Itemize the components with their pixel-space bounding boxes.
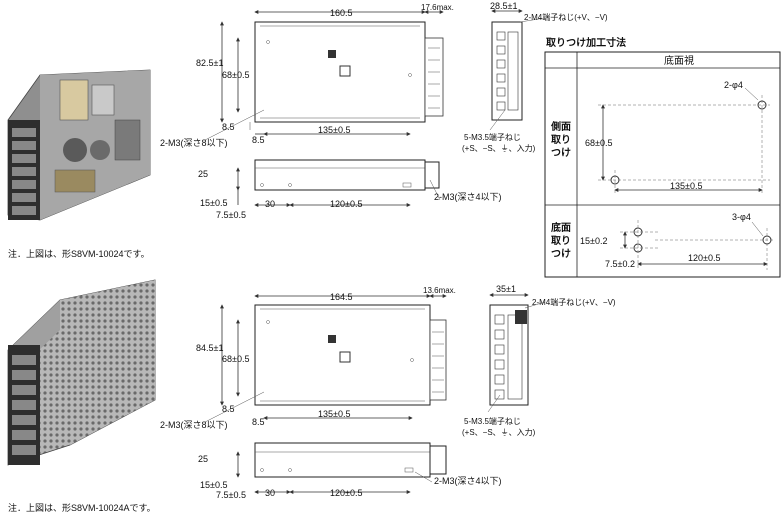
side-row-label-1: 側面 (550, 120, 571, 133)
side-dim-h: 135±0.5 (670, 181, 702, 191)
product-a-bottom-view (236, 159, 441, 207)
b-m35-label-2: (+S、−S、⏚、入力) (462, 427, 536, 437)
bottom-dim-15: 15±0.2 (580, 236, 607, 246)
mount-table-header: 底面視 (664, 54, 694, 67)
a-dim-bot-15: 15±0.5 (200, 198, 227, 208)
product-a-photo (7, 69, 151, 221)
a-m3-bot-label: 2-M3(深さ4以下) (434, 192, 502, 202)
side-hole-label: 2-φ4 (724, 80, 743, 90)
a-dim-height: 82.5±1 (196, 58, 223, 68)
a-dim-margin-h: 8.5 (252, 135, 265, 145)
b-dim-bot-30: 30 (265, 488, 275, 498)
bottom-dim-75: 7.5±0.2 (605, 259, 635, 269)
a-m35-label-2: (+S、−S、⏚、入力) (462, 143, 536, 153)
product-b-side-view (487, 293, 546, 413)
a-dim-depth: 28.5±1 (490, 1, 517, 11)
mount-table-title: 取りつけ加工寸法 (546, 36, 626, 49)
a-dim-bot-120: 120±0.5 (330, 199, 362, 209)
b-note: 注．上図は、形S8VM-10024Aです。 (8, 502, 156, 513)
b-dim-protrude: 13.6max. (423, 286, 456, 295)
b-dim-side-h: 25 (198, 454, 208, 464)
b-dim-width: 164.5 (330, 292, 353, 302)
a-dim-bot-30: 30 (265, 199, 275, 209)
b-dim-height: 84.5±1 (196, 343, 223, 353)
a-dim-side-h: 25 (198, 169, 208, 179)
side-dim-v: 68±0.5 (585, 138, 612, 148)
b-dim-depth: 35±1 (496, 284, 516, 294)
b-dim-mount-h: 135±0.5 (318, 409, 350, 419)
product-a-front-view (204, 10, 444, 141)
bottom-hole-label: 3-φ4 (732, 212, 751, 222)
side-row-label-3: つけ (551, 147, 571, 159)
bottom-dim-120: 120±0.5 (688, 253, 720, 263)
product-a-side-view (489, 9, 546, 131)
product-b-photo (7, 279, 156, 466)
a-dim-bot-75: 7.5±0.5 (216, 210, 246, 220)
b-dim-margin-v: 8.5 (222, 404, 235, 414)
b-m4-label: 2-M4端子ねじ(+V、−V) (532, 297, 616, 307)
a-m3-side-label: 2-M3(深さ8以下) (160, 138, 228, 148)
b-dim-margin-h: 8.5 (252, 417, 265, 427)
a-dim-mount-h: 135±0.5 (318, 125, 350, 135)
b-m3-bot-label: 2-M3(深さ4以下) (434, 476, 502, 486)
bottom-row-label-2: 取り (551, 235, 571, 247)
a-dim-margin-v: 8.5 (222, 122, 235, 132)
mount-table (544, 51, 781, 278)
bottom-row-label-3: つけ (551, 248, 571, 260)
b-dim-mount-v: 68±0.5 (222, 354, 249, 364)
a-dim-protrude: 17.6max. (421, 3, 454, 12)
product-b-front-view (204, 294, 447, 423)
a-m35-label-1: 5-M3.5端子ねじ (464, 132, 521, 142)
a-note: 注．上図は、形S8VM-10024です。 (8, 248, 150, 259)
bottom-row-label-1: 底面 (551, 221, 571, 234)
b-m35-label-1: 5-M3.5端子ねじ (464, 416, 521, 426)
b-m3-side-label: 2-M3(深さ8以下) (160, 420, 228, 430)
a-dim-mount-v: 68±0.5 (222, 70, 249, 80)
b-dim-bot-15: 15±0.5 (200, 480, 227, 490)
b-dim-bot-120: 120±0.5 (330, 488, 362, 498)
b-dim-bot-75: 7.5±0.5 (216, 490, 246, 500)
side-row-label-2: 取り (551, 134, 571, 146)
a-m4-label: 2-M4端子ねじ(+V、−V) (524, 12, 608, 22)
product-b-bottom-view (236, 442, 447, 494)
a-dim-width: 160.5 (330, 8, 353, 18)
